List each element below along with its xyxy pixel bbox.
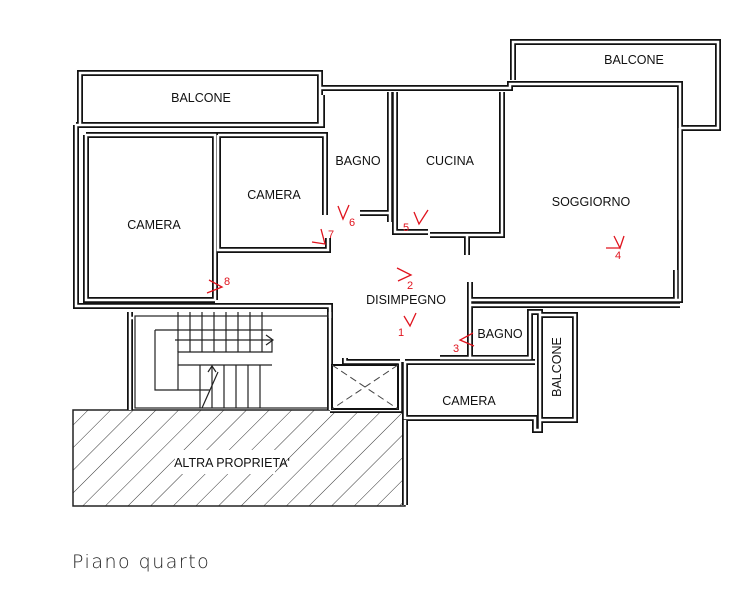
photo-marker-2[interactable]: 2	[396, 267, 413, 292]
room-label-cucina: CUCINA	[426, 154, 475, 168]
photo-marker-3[interactable]: 3	[453, 332, 475, 355]
photo-marker-1[interactable]: 1	[398, 312, 417, 339]
room-label-camera: CAMERA	[247, 188, 301, 202]
wall	[78, 71, 322, 125]
floor-caption: Piano quarto	[72, 551, 211, 573]
wall	[405, 356, 535, 364]
wall	[76, 95, 324, 127]
svg-text:7: 7	[328, 229, 334, 241]
room-label-balcone: BALCONE	[550, 337, 564, 397]
room-label-camera: CAMERA	[127, 218, 181, 232]
room-label-bagno: BAGNO	[335, 154, 380, 168]
svg-text:6: 6	[349, 217, 355, 229]
svg-text:1: 1	[398, 327, 404, 339]
room-label-disimpegno: DISIMPEGNO	[366, 293, 446, 307]
room-label-balcone: BALCONE	[604, 53, 664, 67]
wall	[392, 92, 505, 255]
svg-text:5: 5	[403, 222, 409, 234]
photo-marker-4[interactable]: 4	[606, 235, 625, 262]
staircase	[134, 312, 329, 409]
photo-marker-8[interactable]: 8	[206, 276, 230, 294]
wall	[86, 133, 217, 300]
room-label-balcone: BALCONE	[171, 91, 231, 105]
room-label-camera: CAMERA	[442, 394, 496, 408]
photo-marker-7[interactable]: 7	[311, 228, 334, 245]
wall	[74, 125, 332, 318]
photo-marker-5[interactable]: 5	[403, 209, 429, 234]
wall	[320, 82, 682, 302]
svg-text:8: 8	[224, 276, 230, 288]
svg-text:3: 3	[453, 343, 459, 355]
room-label-altra-proprieta: ALTRA PROPRIETA'	[174, 456, 290, 470]
wall	[218, 133, 327, 215]
wall	[218, 132, 328, 215]
room-label-soggiorno: SOGGIORNO	[552, 195, 631, 209]
wall	[128, 312, 332, 410]
room-label-bagno: BAGNO	[477, 327, 522, 341]
elevator-shaft	[331, 364, 399, 410]
walls	[73, 39, 721, 505]
svg-text:4: 4	[615, 250, 621, 262]
svg-text:2: 2	[407, 280, 413, 292]
wall	[540, 313, 577, 422]
wall	[73, 125, 333, 318]
wall	[127, 312, 333, 410]
wall	[393, 92, 504, 255]
wall	[674, 128, 682, 300]
wall	[511, 40, 720, 130]
wall	[216, 135, 330, 252]
wall	[360, 92, 392, 222]
wall	[84, 135, 215, 302]
photo-marker-6[interactable]: 6	[337, 204, 355, 229]
